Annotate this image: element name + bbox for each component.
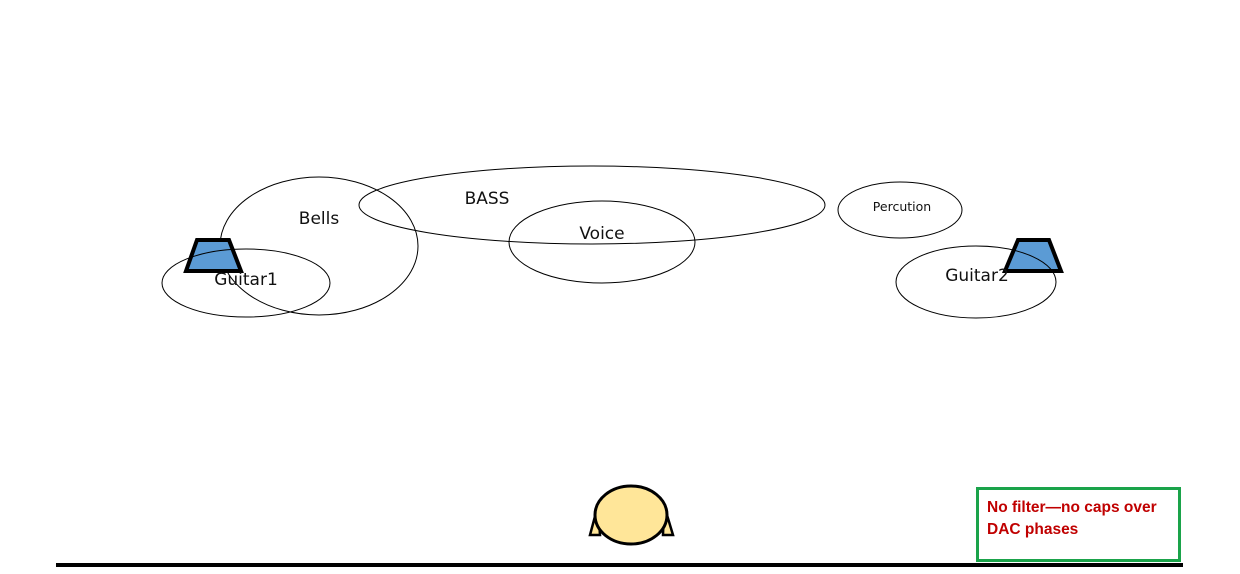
voice-ellipse: [508, 200, 696, 284]
guitar1-label: Guitar1: [214, 270, 278, 290]
guitar2-label: Guitar2: [945, 266, 1009, 286]
note-callout: No filter—no caps over DAC phases: [976, 487, 1181, 562]
note-text: No filter—no caps over DAC phases: [987, 499, 1157, 538]
voice-label: Voice: [579, 224, 624, 244]
guitar2-ellipse: [895, 245, 1057, 319]
listener-head-icon: [588, 484, 675, 546]
bells-ellipse: [219, 176, 419, 316]
bass-ellipse: [358, 165, 826, 245]
right-speaker-icon: [1001, 238, 1064, 273]
bells-label: Bells: [299, 209, 340, 229]
percussion-label: Percution: [873, 199, 931, 214]
bass-label: BASS: [465, 189, 510, 209]
percussion-ellipse: [837, 181, 963, 239]
left-speaker-icon: [183, 238, 244, 273]
guitar1-ellipse: [161, 248, 331, 318]
